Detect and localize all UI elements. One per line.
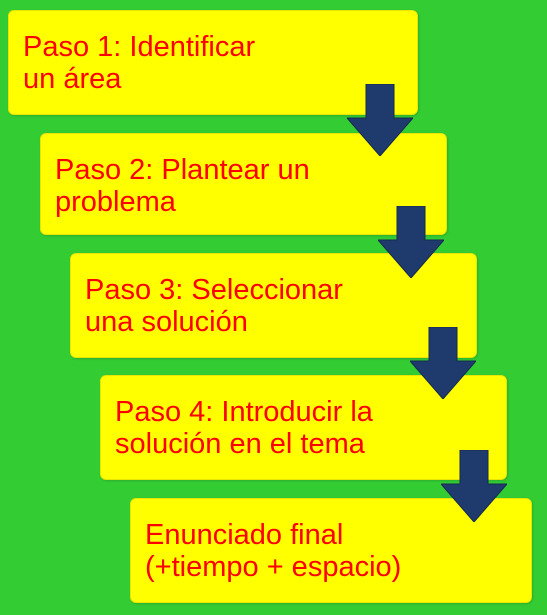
step-4-line-1: Paso 4: Introducir la (115, 396, 373, 428)
step-1-line-1: Paso 1: Identificar (23, 31, 256, 63)
final-statement-line-1: Enunciado final (145, 519, 344, 551)
down-arrow-icon (441, 450, 507, 522)
final-statement-line-2: (+tiempo + espacio) (145, 551, 402, 583)
step-3-line-1: Paso 3: Seleccionar (85, 274, 343, 306)
step-2-line-1: Paso 2: Plantear un (55, 154, 310, 186)
down-arrow-icon (378, 206, 444, 278)
final-statement-box: Enunciado final (+tiempo + espacio) (130, 498, 532, 603)
step-2-line-2: problema (55, 186, 176, 218)
down-arrow-icon (347, 84, 413, 156)
step-3-line-2: una solución (85, 306, 248, 338)
step-1-box: Paso 1: Identificar un área (8, 10, 418, 115)
step-4-line-2: solución en el tema (115, 428, 365, 460)
down-arrow-icon (410, 327, 476, 399)
step-1-line-2: un área (23, 63, 122, 95)
